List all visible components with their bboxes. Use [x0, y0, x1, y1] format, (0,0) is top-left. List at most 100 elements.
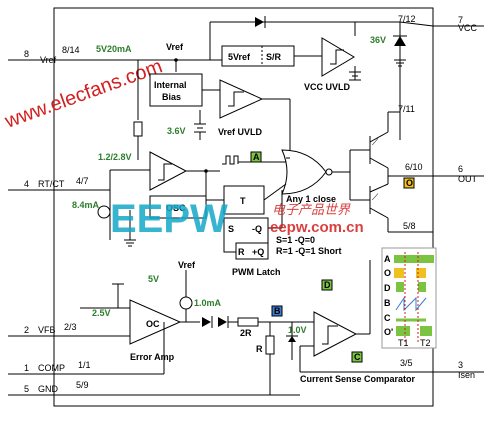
watermark-site: www.elecfans.com	[1, 55, 165, 133]
vref2-label: Vref	[178, 260, 196, 270]
current-source-ea-icon	[179, 296, 193, 310]
qbar-label: -Q	[252, 224, 262, 234]
pin-1-name: COMP	[38, 363, 65, 373]
r-label: R	[238, 247, 245, 257]
pin-8-num: 8	[24, 49, 29, 59]
pin-6-pkg: 6/10	[405, 162, 423, 172]
node-d-marker	[321, 279, 333, 291]
pin-1-pkg: 1/1	[78, 360, 91, 370]
pin-4-name: RT/CT	[38, 179, 65, 189]
ma20-label: 5V20mA	[96, 44, 132, 54]
svg-text:⟋: ⟋	[372, 192, 379, 202]
current-source-osc-icon	[97, 205, 111, 219]
bias-resistor	[133, 121, 143, 137]
vcc-uvld-comparator	[321, 37, 355, 77]
pin-6-num: 6	[458, 164, 463, 174]
left-pin-lines	[8, 59, 54, 396]
pin-3-name: Isen	[458, 370, 475, 380]
any1-label: Any 1 close	[286, 194, 336, 204]
r-rule-label: R=1 -Q=1 Short	[276, 246, 342, 256]
error-amp	[129, 299, 182, 345]
pin-7-name: VCC	[458, 23, 478, 33]
internal-bias-box	[149, 73, 203, 107]
v3-6-label: 3.6V	[167, 126, 186, 136]
timing-t1: T1	[398, 338, 409, 348]
watermark-cn: 电子产品世界	[272, 202, 351, 217]
pin-2-num: 2	[24, 325, 29, 335]
v12-28-label: 1.2/2.8V	[98, 152, 132, 162]
sr-label: S/R	[266, 52, 282, 62]
timing-label-0: A	[384, 254, 391, 264]
node-d-label: D	[324, 280, 331, 290]
diode-2-icon	[218, 317, 227, 327]
resistor-r	[265, 335, 275, 355]
s-label: S	[228, 224, 234, 234]
internal-bias-label-2: Bias	[162, 92, 181, 102]
pin-1-num: 1	[24, 363, 29, 373]
r2-label: 2R	[240, 328, 252, 338]
pin-2-pkg: 2/3	[64, 322, 77, 332]
vref-net-label: Vref	[166, 42, 184, 52]
vcc-uvld-label: VCC UVLD	[304, 82, 351, 92]
q-collector-pkg: 7/11	[398, 104, 415, 114]
timing-diagram	[381, 247, 437, 349]
nor-gate	[281, 149, 327, 195]
pin-8-name: Vref	[40, 55, 57, 65]
osc-label: OSC	[166, 203, 186, 213]
vref-uvld-label: Vref UVLD	[218, 127, 263, 137]
node-c-marker	[351, 351, 363, 363]
right-pin-lines	[433, 25, 484, 373]
vref-bus	[54, 44, 222, 120]
watermark-logo: EEPW	[110, 197, 228, 241]
timing-label-1: O	[384, 268, 391, 278]
eepw-watermark: EEPW 电子产品世界 eepw.com.cn	[110, 197, 364, 241]
v36-label: 36V	[370, 35, 386, 45]
internal-bias-label-1: Internal	[154, 80, 187, 90]
pin-5-num: 5	[24, 384, 29, 394]
node-a-label: A	[253, 152, 260, 162]
svg-text:⟋: ⟋	[372, 137, 379, 147]
ma1-label: 1.0mA	[194, 298, 222, 308]
zener-36v-icon	[393, 30, 407, 67]
pin-2-name: VFB	[38, 325, 56, 335]
pulse-icon	[222, 155, 239, 165]
node-b-label: B	[274, 306, 281, 316]
osc-box	[149, 195, 207, 219]
node-b-marker	[271, 305, 283, 317]
pin-4-num: 4	[24, 179, 29, 189]
pin-7-pkg: 7/12	[398, 14, 416, 24]
current-sense-comparator	[313, 311, 358, 357]
pin-3-num: 3	[458, 360, 463, 370]
v2-5-label: 2.5V	[92, 308, 111, 318]
top-diode-icon	[255, 17, 264, 27]
timing-label-5: O'	[384, 327, 393, 337]
vref-uvld-comparator	[219, 79, 264, 119]
osc-comparator	[149, 151, 188, 191]
pin-5-pkg: 5/9	[76, 380, 89, 390]
pin-5-name: GND	[38, 384, 59, 394]
node-o-marker	[403, 177, 415, 189]
resistor-2r	[237, 317, 259, 327]
watermark-url: eepw.com.cn	[270, 219, 364, 236]
vref-uvld-battery	[194, 110, 206, 140]
pwm-latch-label: PWM Latch	[232, 267, 281, 277]
chip-outline	[53, 7, 434, 407]
v5-label: 5V	[148, 274, 159, 284]
pin-7-num: 7	[458, 15, 463, 25]
pin-3-pkg: 3/5	[400, 358, 413, 368]
vcc-uvld-battery	[349, 66, 361, 81]
diode-1-icon	[202, 317, 211, 327]
node-c-label: C	[354, 352, 361, 362]
t-label: T	[240, 196, 246, 206]
ref-label: 5Vref	[228, 52, 251, 62]
error-amp-label: Error Amp	[130, 352, 175, 362]
v1-label: 1.0V	[288, 325, 307, 335]
r1-label: R	[256, 344, 263, 354]
pin-4-pkg: 4/7	[76, 176, 89, 186]
node-o-label: O	[406, 178, 413, 188]
q-label: +Q	[252, 247, 264, 257]
totem-pole-output	[332, 111, 433, 233]
node-a-marker	[250, 151, 262, 163]
s-rule-label: S=1 -Q=0	[276, 235, 315, 245]
